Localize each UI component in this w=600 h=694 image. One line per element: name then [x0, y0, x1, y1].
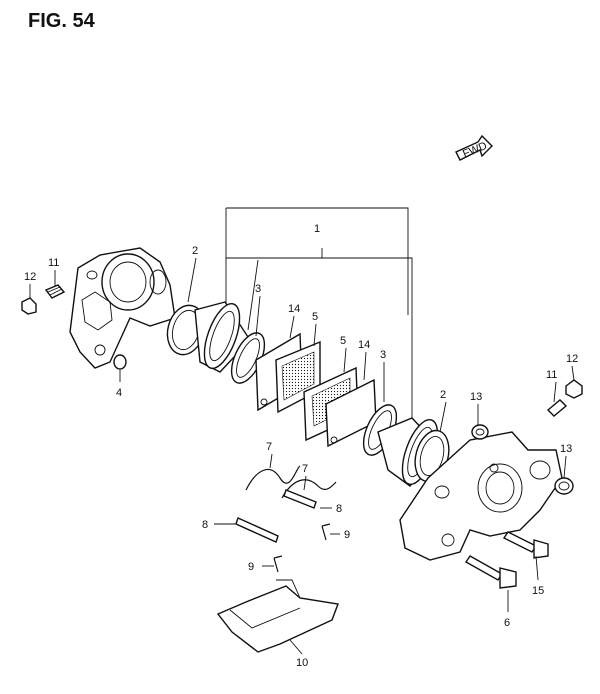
- leader-lines: [29, 257, 575, 655]
- callout-10: 10: [296, 657, 308, 669]
- callout-8: 8: [336, 503, 342, 515]
- pad-pin-8-upper: [283, 489, 317, 509]
- callout-11: 11: [48, 257, 59, 269]
- callout-8: 8: [202, 519, 208, 531]
- clip-9-upper: [321, 523, 331, 541]
- caliper-bolt-15: [502, 531, 549, 559]
- pad-spring-7-left: [245, 465, 301, 491]
- callout-labels: 1 2 2 3 3 4 5 5 6 7 7 8 8 9 9 10 11 11 1…: [24, 223, 578, 669]
- callout-2: 2: [440, 389, 446, 401]
- bleeder-cap-left: [21, 297, 37, 315]
- callout-11: 11: [546, 369, 557, 381]
- callout-1: 1: [314, 223, 320, 235]
- pad-spring-7-right: [281, 479, 337, 499]
- callout-4: 4: [116, 387, 122, 399]
- callout-13: 13: [470, 391, 482, 403]
- callout-6: 6: [504, 617, 510, 629]
- bleeder-valve-left: [44, 284, 66, 299]
- left-caliper-body: [69, 247, 176, 369]
- callout-9: 9: [344, 529, 350, 541]
- bleeder-cap-right: [565, 379, 583, 399]
- pad-pin-8-lower: [235, 517, 279, 543]
- callout-13: 13: [560, 443, 572, 455]
- fwd-label: FWD: [461, 140, 489, 161]
- callout-12: 12: [566, 353, 578, 365]
- clip-9-lower: [273, 555, 283, 573]
- callout-14: 14: [288, 303, 300, 315]
- callout-9: 9: [248, 561, 254, 573]
- callout-12: 12: [24, 271, 36, 283]
- callout-7: 7: [302, 463, 308, 475]
- bleeder-valve-right: [546, 399, 568, 417]
- callout-3: 3: [380, 349, 386, 361]
- callout-14: 14: [358, 339, 370, 351]
- washer-13-lower: [554, 477, 574, 495]
- washer-4: [113, 354, 127, 370]
- callout-3: 3: [255, 283, 261, 295]
- callout-5: 5: [340, 335, 346, 347]
- fwd-arrow-badge: FWD: [455, 134, 493, 161]
- callout-2: 2: [192, 245, 198, 257]
- callout-15: 15: [532, 585, 544, 597]
- washer-13-upper: [471, 424, 489, 440]
- figure-title: FIG. 54: [28, 10, 95, 32]
- callout-7: 7: [266, 441, 272, 453]
- callout-5: 5: [312, 311, 318, 323]
- pad-cover-10: [216, 579, 339, 653]
- caliper-bolt-6: [464, 555, 517, 589]
